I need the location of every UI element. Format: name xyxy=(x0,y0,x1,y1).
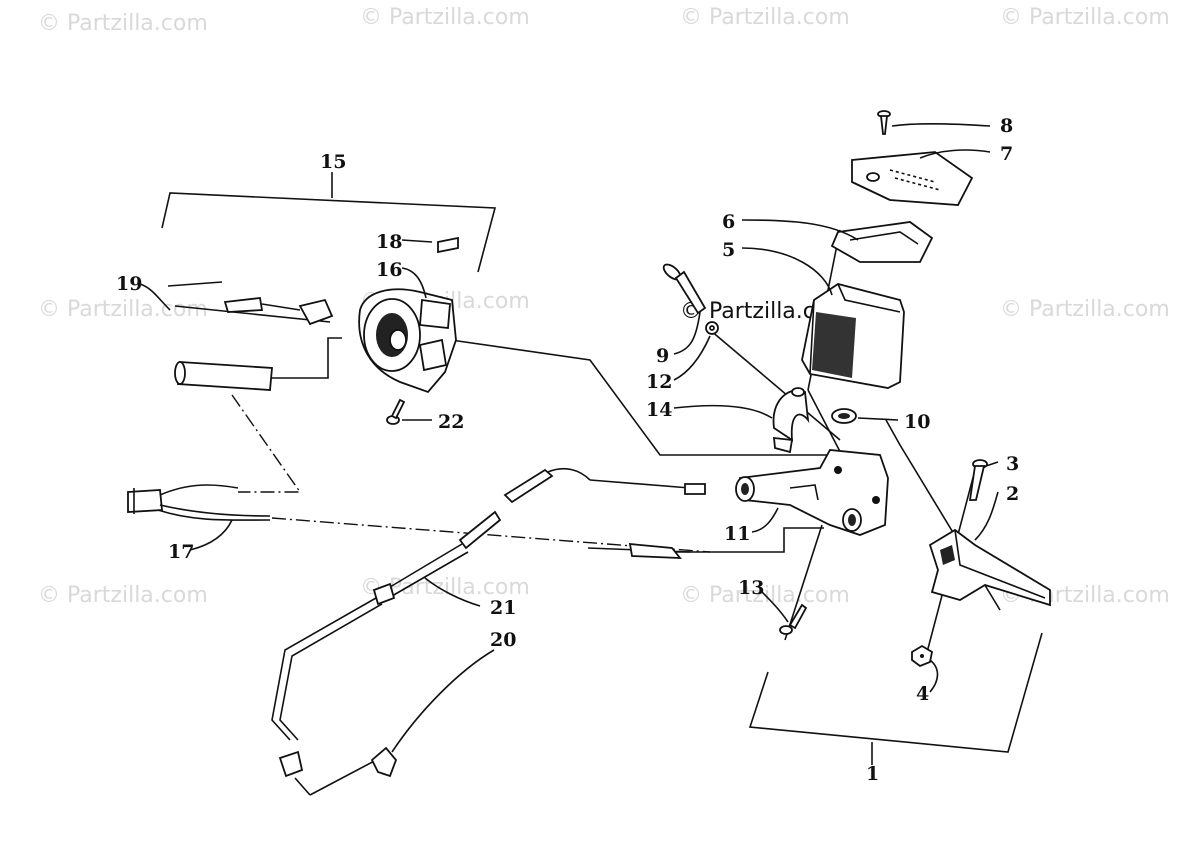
callout-8: 8 xyxy=(1000,115,1013,137)
callout-9: 9 xyxy=(656,345,669,367)
leader-lines xyxy=(139,122,999,753)
part-20-ferrule xyxy=(370,746,398,778)
callout-22: 22 xyxy=(438,411,464,433)
watermarks: © Partzilla.com © Partzilla.com © Partzi… xyxy=(38,5,1170,608)
part-2-lever xyxy=(928,528,1051,607)
part-9-bolt xyxy=(662,263,707,315)
callout-16: 16 xyxy=(376,259,402,281)
watermark: © Partzilla.com xyxy=(38,297,208,322)
callout-14: 14 xyxy=(646,399,672,421)
watermark: © Partzilla.com xyxy=(1000,5,1170,30)
callout-1: 1 xyxy=(866,763,879,785)
callout-5: 5 xyxy=(722,239,735,261)
part-14-clamp xyxy=(772,387,810,454)
callout-2: 2 xyxy=(1006,483,1019,505)
part-3-pivot-bolt xyxy=(968,459,988,501)
callout-6: 6 xyxy=(722,211,735,233)
callout-7: 7 xyxy=(1000,143,1013,165)
part-5-reservoir xyxy=(801,283,905,389)
watermark: © Partzilla.com xyxy=(360,5,530,30)
callout-4: 4 xyxy=(916,683,929,705)
watermark: © Partzilla.com xyxy=(680,5,850,30)
callout-11: 11 xyxy=(724,523,750,545)
part-11-master-cylinder xyxy=(735,449,889,536)
part-19-switch xyxy=(167,281,334,326)
callout-18: 18 xyxy=(376,231,402,253)
callout-15: 15 xyxy=(320,151,346,173)
part-16-switch-housing xyxy=(358,288,457,394)
part-10-seal xyxy=(831,408,857,424)
watermark: © Partzilla.com xyxy=(1000,297,1170,322)
part-8-screw xyxy=(877,110,891,135)
callouts: 1 2 3 4 5 6 7 8 9 10 11 12 13 14 15 16 1… xyxy=(116,115,1019,785)
part-18-label xyxy=(437,236,459,254)
watermark: © Partzilla.com xyxy=(38,583,208,608)
callout-17: 17 xyxy=(168,541,194,563)
callout-10: 10 xyxy=(904,411,930,433)
part-12-washer xyxy=(705,321,719,335)
callout-3: 3 xyxy=(1006,453,1019,475)
part-4-nut xyxy=(911,644,934,668)
part-grip-tube xyxy=(174,361,273,391)
callout-19: 19 xyxy=(116,273,142,295)
part-7-cover-plate xyxy=(851,151,974,206)
watermark: © Partzilla.com xyxy=(38,11,208,36)
part-13-screw xyxy=(779,603,808,635)
part-22-screw xyxy=(386,398,406,425)
callout-21: 21 xyxy=(490,597,516,619)
part-17-harness xyxy=(127,484,271,521)
callout-12: 12 xyxy=(646,371,672,393)
part-21-cable xyxy=(271,468,706,778)
bracket-15 xyxy=(161,172,497,273)
callout-20: 20 xyxy=(490,629,516,651)
bracket-1 xyxy=(748,632,1043,765)
callout-13: 13 xyxy=(738,577,764,599)
part-6-diaphragm xyxy=(830,221,934,263)
